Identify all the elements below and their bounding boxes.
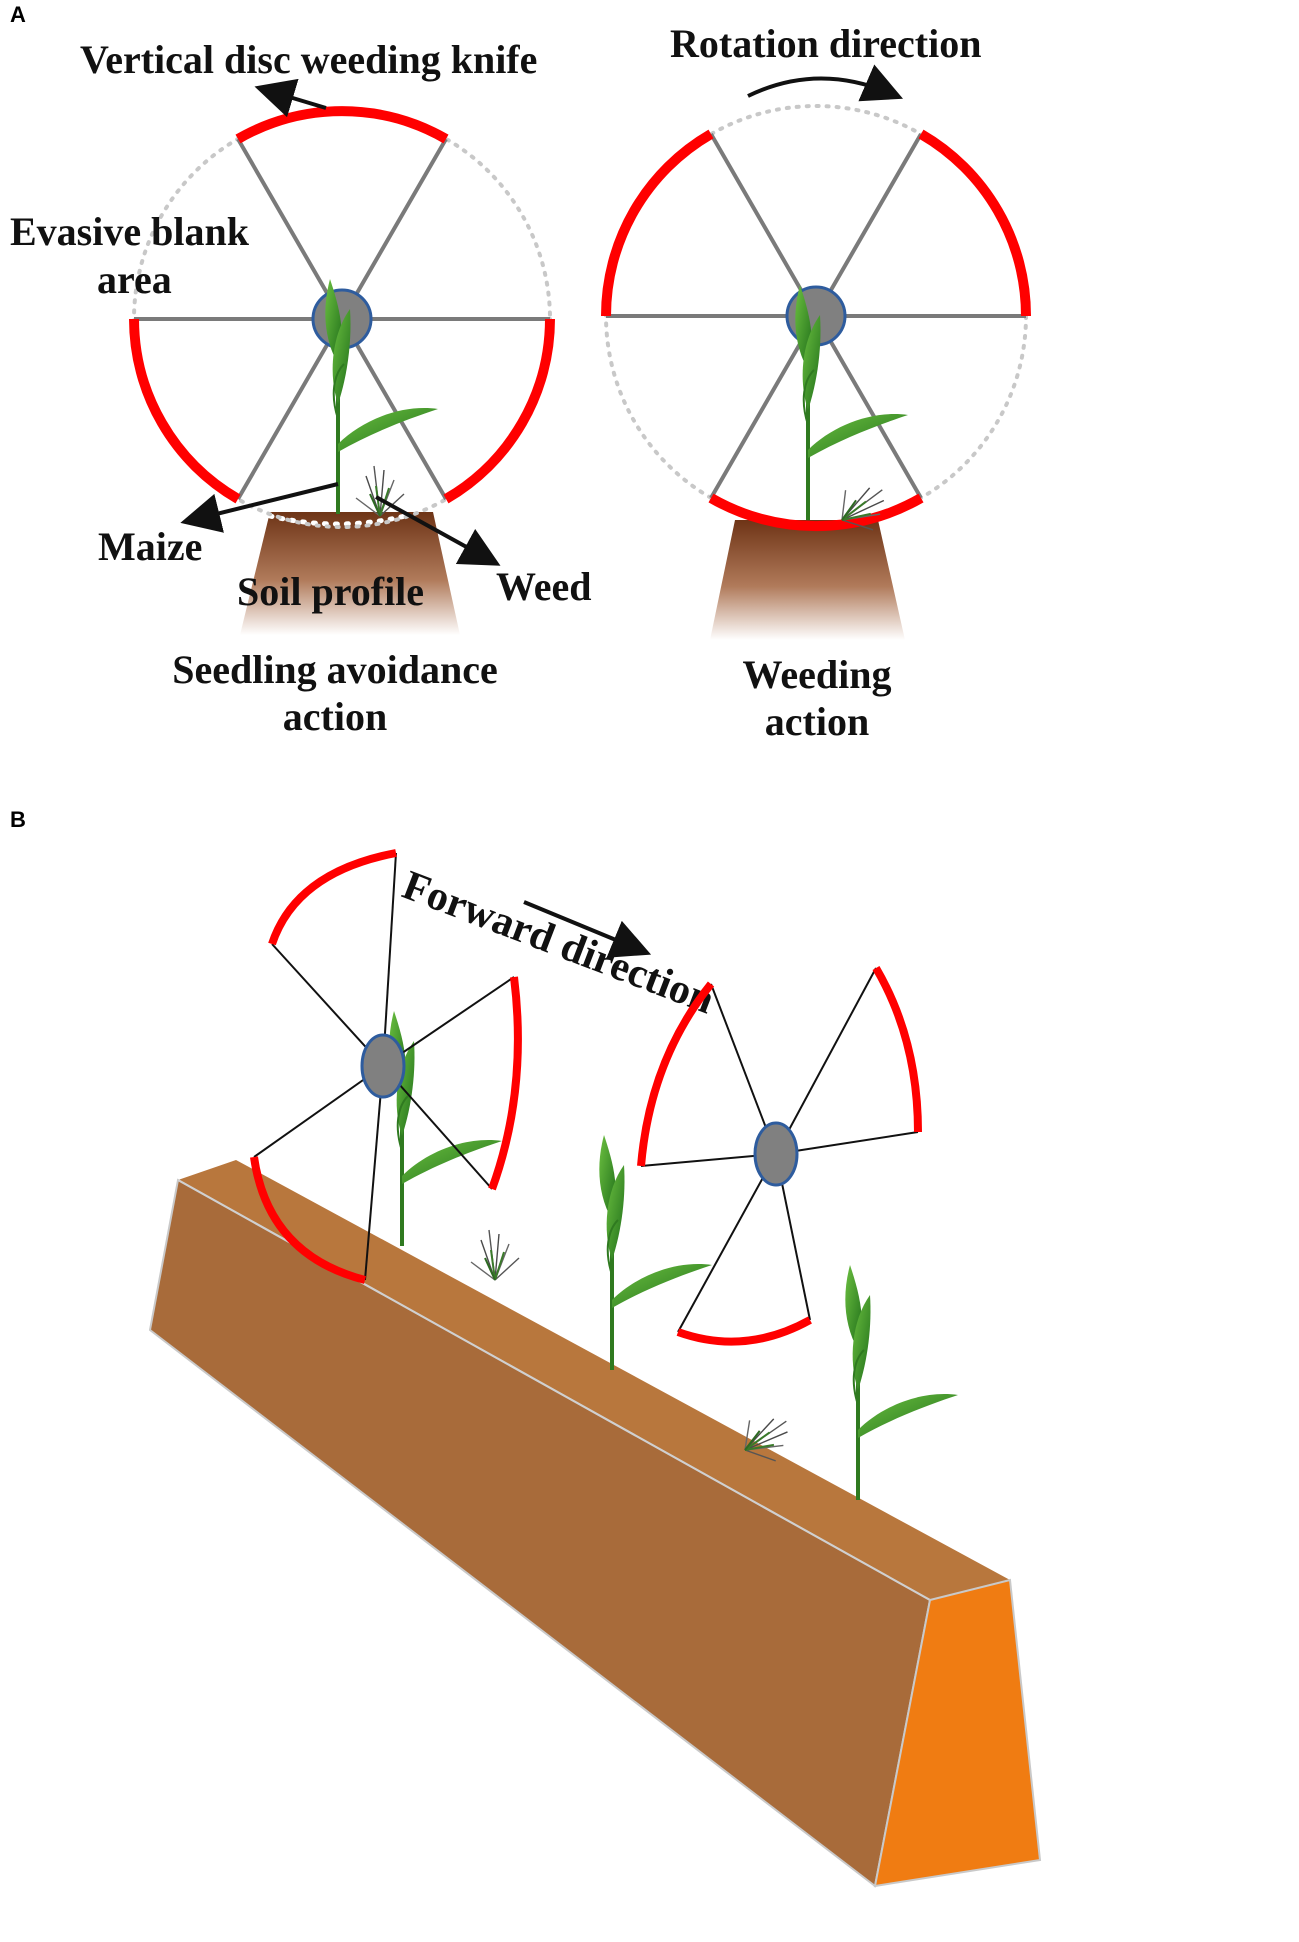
- maize-label: Maize: [98, 524, 202, 569]
- forward-label: Forward direction: [396, 862, 720, 1023]
- soil-profile-block: [240, 512, 460, 635]
- soil-profile-block-right: [710, 520, 905, 640]
- avoidance-label-line1: Seedling avoidance: [172, 647, 498, 692]
- weeding-label-line2: action: [765, 699, 869, 744]
- rotation-arrow: [747, 64, 904, 102]
- weeding-label-line1: Weeding: [743, 652, 892, 697]
- weed-label: Weed: [496, 564, 592, 609]
- blade-segments-right: [600, 129, 1032, 532]
- rotation-label: Rotation direction: [670, 21, 981, 66]
- wheel-avoidance: [129, 106, 555, 635]
- blade-upper-left: [600, 129, 714, 317]
- blade-upper-right: [918, 129, 1032, 317]
- evasive-label-line2: area: [97, 257, 172, 302]
- blade-3d-bottom-right: [676, 1316, 812, 1346]
- blade-bottom: [708, 493, 924, 532]
- ridge-end-face: [873, 1578, 1042, 1888]
- hub-3d-right: [753, 1121, 799, 1187]
- forward-arrow: [523, 900, 652, 958]
- maize-plant-b3: [843, 1263, 960, 1502]
- ridge-top-face: [178, 1160, 1010, 1600]
- blade-3d-bottom: [250, 1156, 367, 1284]
- wheel-3d-right: [637, 965, 922, 1346]
- knife-pointer-arrow: [254, 78, 327, 118]
- wheel-spokes: [134, 137, 550, 501]
- avoidance-label-line2: action: [283, 694, 387, 739]
- knife-label: Vertical disc weeding knife: [80, 37, 537, 82]
- soil-ridge: [148, 1160, 1042, 1888]
- blade-3d-right: [488, 976, 522, 1191]
- blade-segments: [129, 106, 555, 504]
- blade-right: [443, 318, 555, 504]
- soil-profile-label: Soil profile: [237, 569, 424, 614]
- weed-pointer-arrow: [375, 495, 501, 566]
- panel-b-letter: B: [10, 807, 26, 832]
- panel-a-letter: A: [10, 2, 26, 27]
- maize-pointer-arrow: [180, 482, 339, 533]
- blade-left: [129, 318, 241, 504]
- blade-top: [235, 106, 449, 144]
- blade-3d-top: [268, 849, 397, 946]
- evasive-label-line1: Evasive blank: [10, 209, 250, 254]
- wheel-weeding: [600, 104, 1032, 640]
- soil-dotted-line: [267, 513, 408, 527]
- wheel-3d-left: [250, 849, 522, 1284]
- blade-3d-upper-left: [637, 981, 715, 1167]
- blade-3d-upper-right: [872, 965, 922, 1133]
- wheel-spokes-right: [606, 133, 1026, 499]
- maize-plant-b1: [387, 1009, 504, 1248]
- hub-3d-left: [360, 1033, 406, 1099]
- weed-plant-b1: [470, 1229, 520, 1281]
